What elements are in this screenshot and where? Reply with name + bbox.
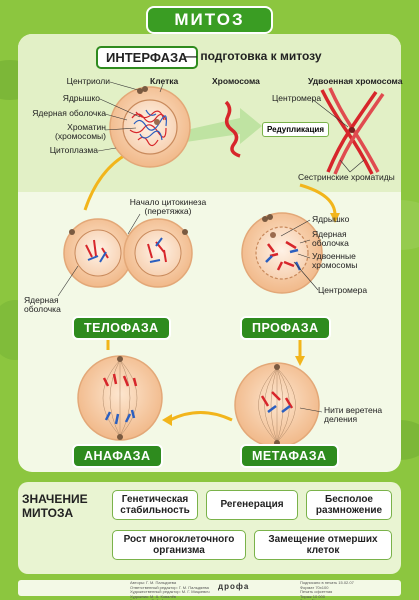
label-telophase-envelope: Ядерная оболочка	[24, 295, 61, 315]
interphase-cell	[109, 86, 191, 168]
label-chromosome: Хромосома	[212, 76, 260, 86]
label-chromatin: Хроматин (хромосомы)	[55, 122, 106, 142]
publisher-logo: дрофа	[218, 582, 250, 591]
label-replication: Редупликация	[262, 122, 329, 137]
footer-bar	[18, 580, 401, 596]
metaphase-cell	[234, 362, 320, 448]
significance-title: ЗНАЧЕНИЕ МИТОЗА	[22, 492, 88, 521]
phase-label-telophase: ТЕЛОФАЗА	[72, 316, 171, 340]
arrow-interphase-prophase	[299, 183, 337, 216]
significance-item: Генетическая стабильность	[112, 490, 198, 520]
label-prophase-nucleolus: Ядрышко	[312, 214, 350, 224]
footer-credits-right: Подписано в печать 15.02.07 Формат 70х10…	[300, 580, 354, 600]
label-prophase-envelope: Ядерная оболочка	[312, 229, 349, 249]
label-centrioles: Центриоли	[66, 76, 110, 86]
significance-title-line1: ЗНАЧЕНИЕ	[22, 492, 88, 506]
prophase-leaders	[280, 219, 319, 291]
telophase-leaders	[57, 213, 141, 297]
title-wrap: МИТОЗ	[0, 6, 419, 34]
label-nucleolus: Ядрышко	[62, 93, 100, 103]
label-spindle: Нити веретена деления	[324, 405, 383, 425]
label-sister-chromatids: Сестринские хроматиды	[298, 172, 395, 182]
label-centromere: Центромера	[272, 93, 322, 103]
significance-item: Регенерация	[206, 490, 298, 520]
label-cell: Клетка	[150, 76, 179, 86]
page-title: МИТОЗ	[146, 6, 273, 34]
label-cytokinesis: Начало цитокинеза (перетяжка)	[129, 197, 207, 217]
arrow-metaphase-anaphase	[169, 411, 233, 422]
telophase-cells	[63, 218, 193, 288]
interphase-arrow	[186, 108, 262, 144]
metaphase-leader	[299, 407, 323, 413]
label-prophase-centromere: Центромера	[318, 285, 368, 295]
footer-credits-left: Авторы: Г. М. Пальдяева Ответственный ре…	[130, 580, 210, 600]
label-nuclear-envelope: Ядерная оболочка	[32, 108, 106, 118]
phase-label-anaphase: АНАФАЗА	[72, 444, 163, 468]
interphase-leaders	[97, 81, 164, 152]
significance-title-line2: МИТОЗА	[22, 506, 74, 521]
label-doubled-chromosome: Удвоенная хромосома	[308, 76, 403, 86]
anaphase-cell	[77, 355, 163, 441]
significance-item: Рост многоклеточного организма	[112, 530, 246, 560]
doubled-chromosome	[320, 87, 385, 175]
interphase-subtitle: — подготовка к митозу	[185, 49, 322, 63]
significance-item: Бесполое размножение	[306, 490, 392, 520]
phase-label-prophase: ПРОФАЗА	[240, 316, 331, 340]
single-chromosome	[224, 100, 241, 158]
interphase-title: ИНТЕРФАЗА	[96, 46, 198, 69]
phase-label-metaphase: МЕТАФАЗА	[240, 444, 339, 468]
prophase-cell	[241, 212, 323, 294]
significance-item: Замещение отмерших клеток	[254, 530, 392, 560]
label-cytoplasm: Цитоплазма	[49, 145, 98, 155]
label-prophase-chromosomes: Удвоенные хромосомы	[312, 251, 358, 271]
chromosome-leaders	[311, 98, 365, 173]
